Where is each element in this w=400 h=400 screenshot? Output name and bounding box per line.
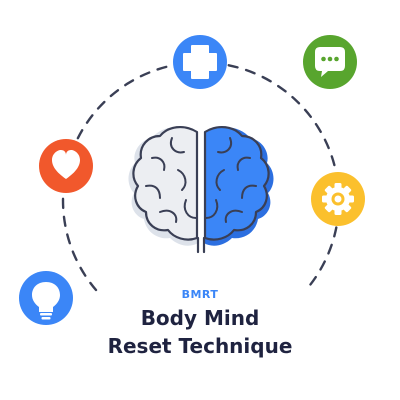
lightbulb-icon [19,271,73,325]
title-line-1: Body Mind [140,306,260,330]
gear-icon [311,172,365,226]
title-line-2: Reset Technique [107,334,293,358]
medical-cross-icon [173,35,227,89]
chat-bubble-icon [303,35,357,89]
brain-icon [128,126,274,254]
abbreviation-label: BMRT [181,288,219,301]
dashed-orbit-ring [61,61,341,292]
heart-icon [39,139,93,193]
